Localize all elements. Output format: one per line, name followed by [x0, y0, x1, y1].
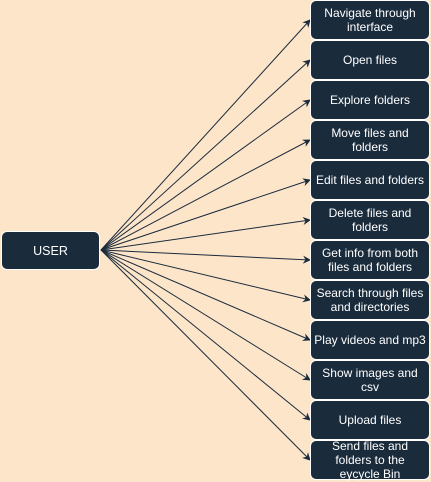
action-node-navigate: Navigate through interface [310, 0, 430, 40]
edge-user-to-search [100, 249, 311, 303]
action-node-upload: Upload files [310, 400, 430, 440]
action-node-edit: Edit files and folders [310, 160, 430, 200]
edge-user-to-navigate [100, 19, 311, 251]
edge-user-to-get-info [100, 249, 311, 264]
edge-user-to-play [100, 249, 311, 341]
action-node-play: Play videos and mp3 [310, 320, 430, 360]
action-node-move: Move files and folders [310, 120, 430, 160]
edge-user-to-edit [100, 178, 311, 251]
edge-user-to-move [100, 139, 311, 251]
action-node-get-info: Get info from both files and folders [310, 240, 430, 280]
edge-user-to-show [100, 249, 311, 381]
action-node-delete: Delete files and folders [310, 200, 430, 240]
edge-user-to-upload [100, 249, 311, 421]
action-node-explore-folders: Explore folders [310, 80, 430, 120]
edge-user-to-open-files [100, 59, 311, 251]
edge-user-to-send [100, 249, 311, 461]
user-node: USER [1, 231, 100, 270]
edge-user-to-explore-folders [100, 99, 311, 251]
edge-user-to-delete [100, 217, 311, 251]
action-node-search: Search through files and directories [310, 280, 430, 320]
action-node-open-files: Open files [310, 40, 430, 80]
action-node-show: Show images and csv [310, 360, 430, 400]
action-node-send: Send files and folders to the eycycle Bi… [310, 439, 430, 481]
